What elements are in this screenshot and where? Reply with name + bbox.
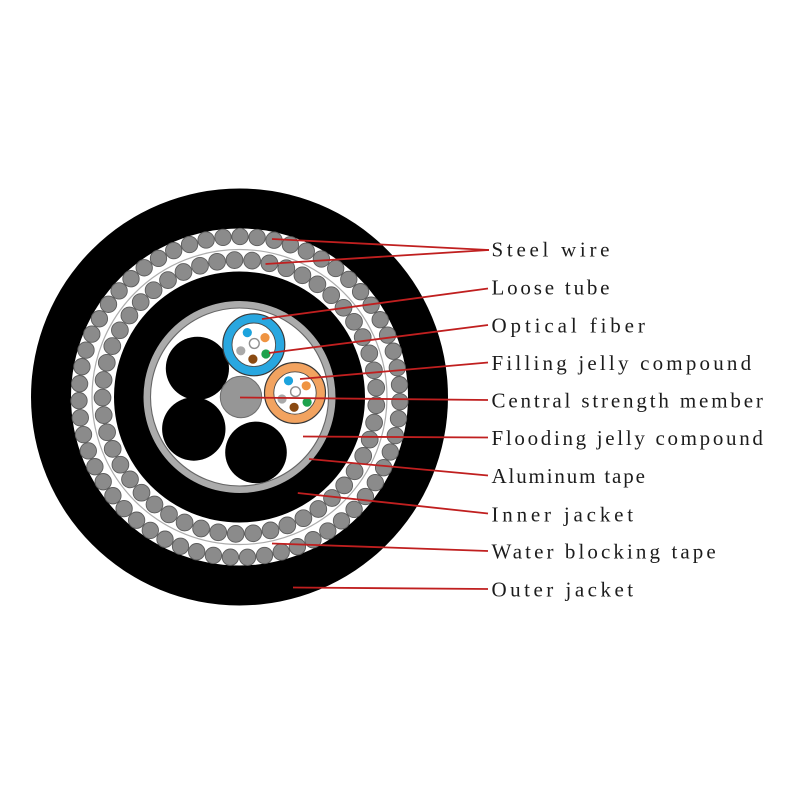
svg-text:Filling jelly compound: Filling jelly compound	[492, 351, 752, 375]
svg-text:Loose tube: Loose tube	[492, 275, 610, 299]
svg-text:Aluminum tape: Aluminum tape	[492, 464, 645, 488]
svg-text:Flooding jelly compound: Flooding jelly compound	[492, 426, 764, 450]
svg-text:Central strength member: Central strength member	[492, 388, 763, 412]
svg-text:Water blocking tape: Water blocking tape	[492, 539, 716, 563]
